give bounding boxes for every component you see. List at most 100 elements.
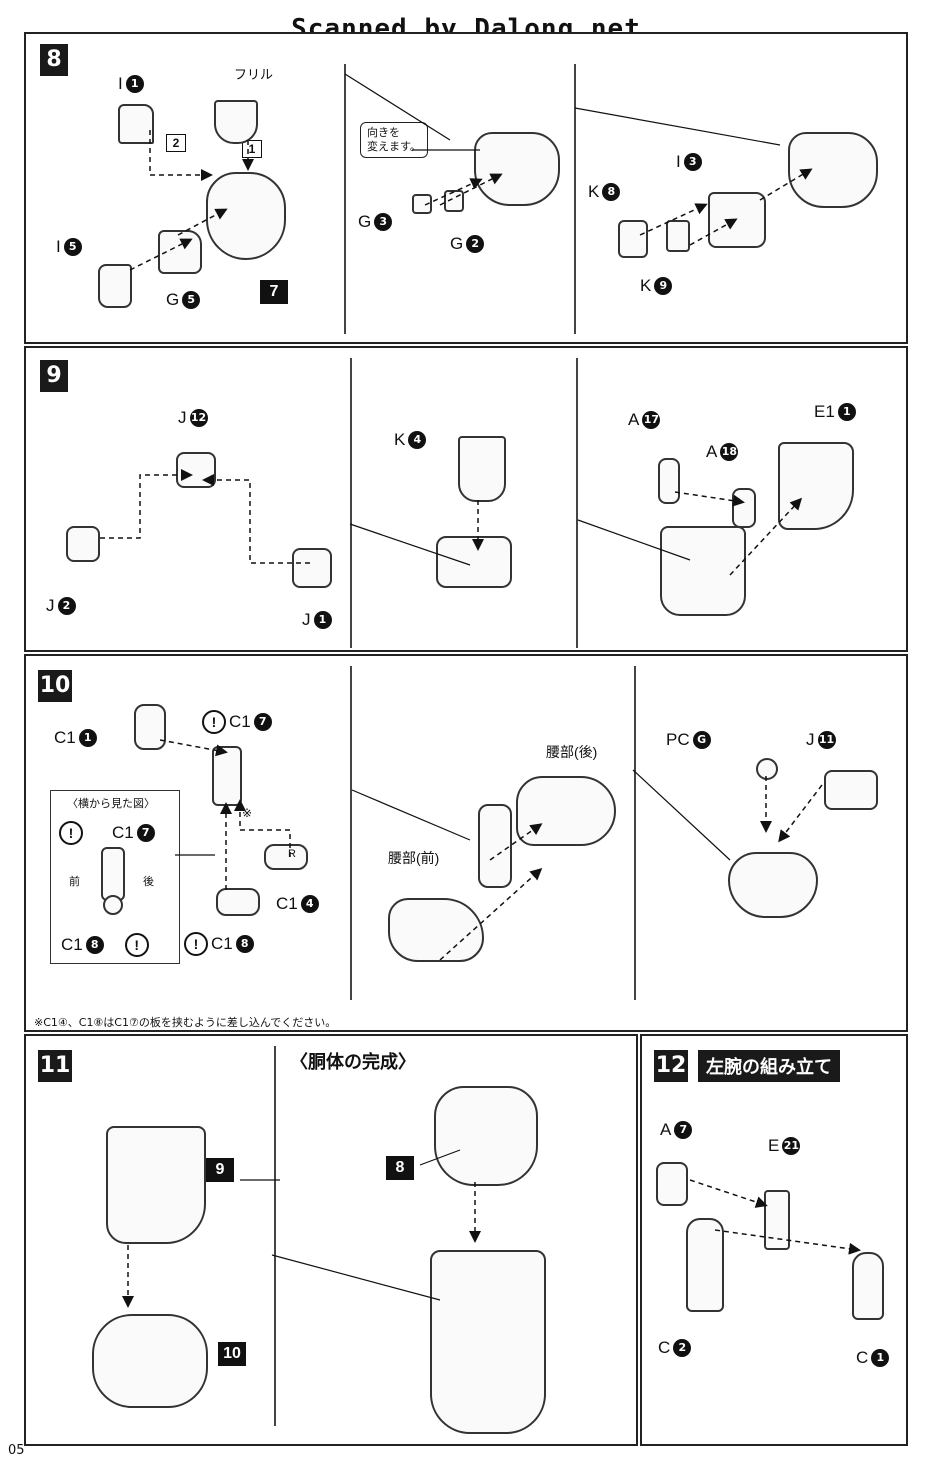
part-waist-front bbox=[388, 898, 484, 962]
part-waist-assembled bbox=[660, 526, 746, 616]
step-11-panel: 11 〈胴体の完成〉 9 10 8 bbox=[24, 1034, 638, 1446]
sub-divider bbox=[576, 358, 578, 648]
part-c1-8 bbox=[216, 888, 260, 916]
part-pc-g bbox=[756, 758, 778, 780]
part-k4 bbox=[458, 436, 506, 502]
part-torso-lower bbox=[430, 1250, 546, 1434]
part-j2 bbox=[66, 526, 100, 562]
r-mark: R bbox=[288, 848, 296, 860]
part-c1 bbox=[852, 1252, 884, 1320]
ref-step-10: 10 bbox=[218, 1342, 246, 1366]
part-a7 bbox=[656, 1162, 688, 1206]
sub-divider bbox=[344, 64, 346, 334]
part-torso-assembled bbox=[474, 132, 560, 206]
page-number: 05 bbox=[8, 1443, 25, 1458]
frill-label: フリル bbox=[234, 67, 274, 82]
side-part-c1-7 bbox=[101, 847, 125, 901]
part-i1 bbox=[118, 104, 154, 144]
part-c2 bbox=[686, 1218, 724, 1312]
part-k9 bbox=[666, 220, 690, 252]
sub-divider bbox=[350, 358, 352, 648]
part-j-assembled bbox=[436, 536, 512, 588]
part-frill bbox=[214, 100, 258, 144]
step-number: 9 bbox=[40, 360, 68, 392]
part-g3 bbox=[412, 194, 432, 214]
step-number: 12 bbox=[654, 1050, 688, 1082]
part-joint bbox=[478, 804, 512, 888]
part-waist-assembled bbox=[728, 852, 818, 918]
side-part-c1-8 bbox=[103, 895, 123, 915]
sub-divider bbox=[574, 64, 576, 334]
waist-back-label: 腰部(後) bbox=[546, 744, 598, 760]
part-i5 bbox=[98, 264, 132, 308]
sub-divider bbox=[634, 666, 636, 1000]
part-i3 bbox=[708, 192, 766, 248]
waist-front-label: 腰部(前) bbox=[388, 850, 440, 866]
order-2-label: 2 bbox=[166, 134, 186, 152]
part-j1 bbox=[292, 548, 332, 588]
part-k8 bbox=[618, 220, 648, 258]
front-label: 前 bbox=[69, 876, 80, 888]
part-a18 bbox=[732, 488, 756, 528]
part-sub-assembly-10 bbox=[92, 1314, 208, 1408]
sub-divider bbox=[350, 666, 352, 1000]
part-e21 bbox=[764, 1190, 790, 1250]
step-10-footnote: ※C1④、C1⑧はC1⑦の板を挟むように差し込んでください。 bbox=[34, 1016, 337, 1029]
side-view-title: 〈横から見た図〉 bbox=[67, 798, 155, 810]
note-mark: ※ bbox=[242, 806, 253, 820]
part-torso-final bbox=[788, 132, 878, 208]
sub-divider bbox=[274, 1046, 276, 1426]
rotate-callout: 向きを 変えます。 bbox=[360, 122, 428, 158]
torso-complete-heading: 〈胴体の完成〉 bbox=[290, 1052, 416, 1073]
part-sub-assembly-8 bbox=[434, 1086, 538, 1186]
ref-step-7: 7 bbox=[260, 280, 288, 304]
part-j11 bbox=[824, 770, 878, 810]
part-sub-assembly-9 bbox=[106, 1126, 206, 1244]
part-e11 bbox=[778, 442, 854, 530]
step-number: 10 bbox=[38, 670, 72, 702]
left-arm-title: 左腕の組み立て bbox=[698, 1050, 840, 1082]
ref-step-8: 8 bbox=[386, 1156, 414, 1180]
part-c1-1 bbox=[134, 704, 166, 750]
step-number: 11 bbox=[38, 1050, 72, 1082]
part-c1-4 bbox=[264, 844, 308, 870]
ref-step-9: 9 bbox=[206, 1158, 234, 1182]
part-a17 bbox=[658, 458, 680, 504]
back-label: 後 bbox=[143, 876, 154, 888]
order-1-label: 1 bbox=[242, 140, 262, 158]
step-number: 8 bbox=[40, 44, 68, 76]
